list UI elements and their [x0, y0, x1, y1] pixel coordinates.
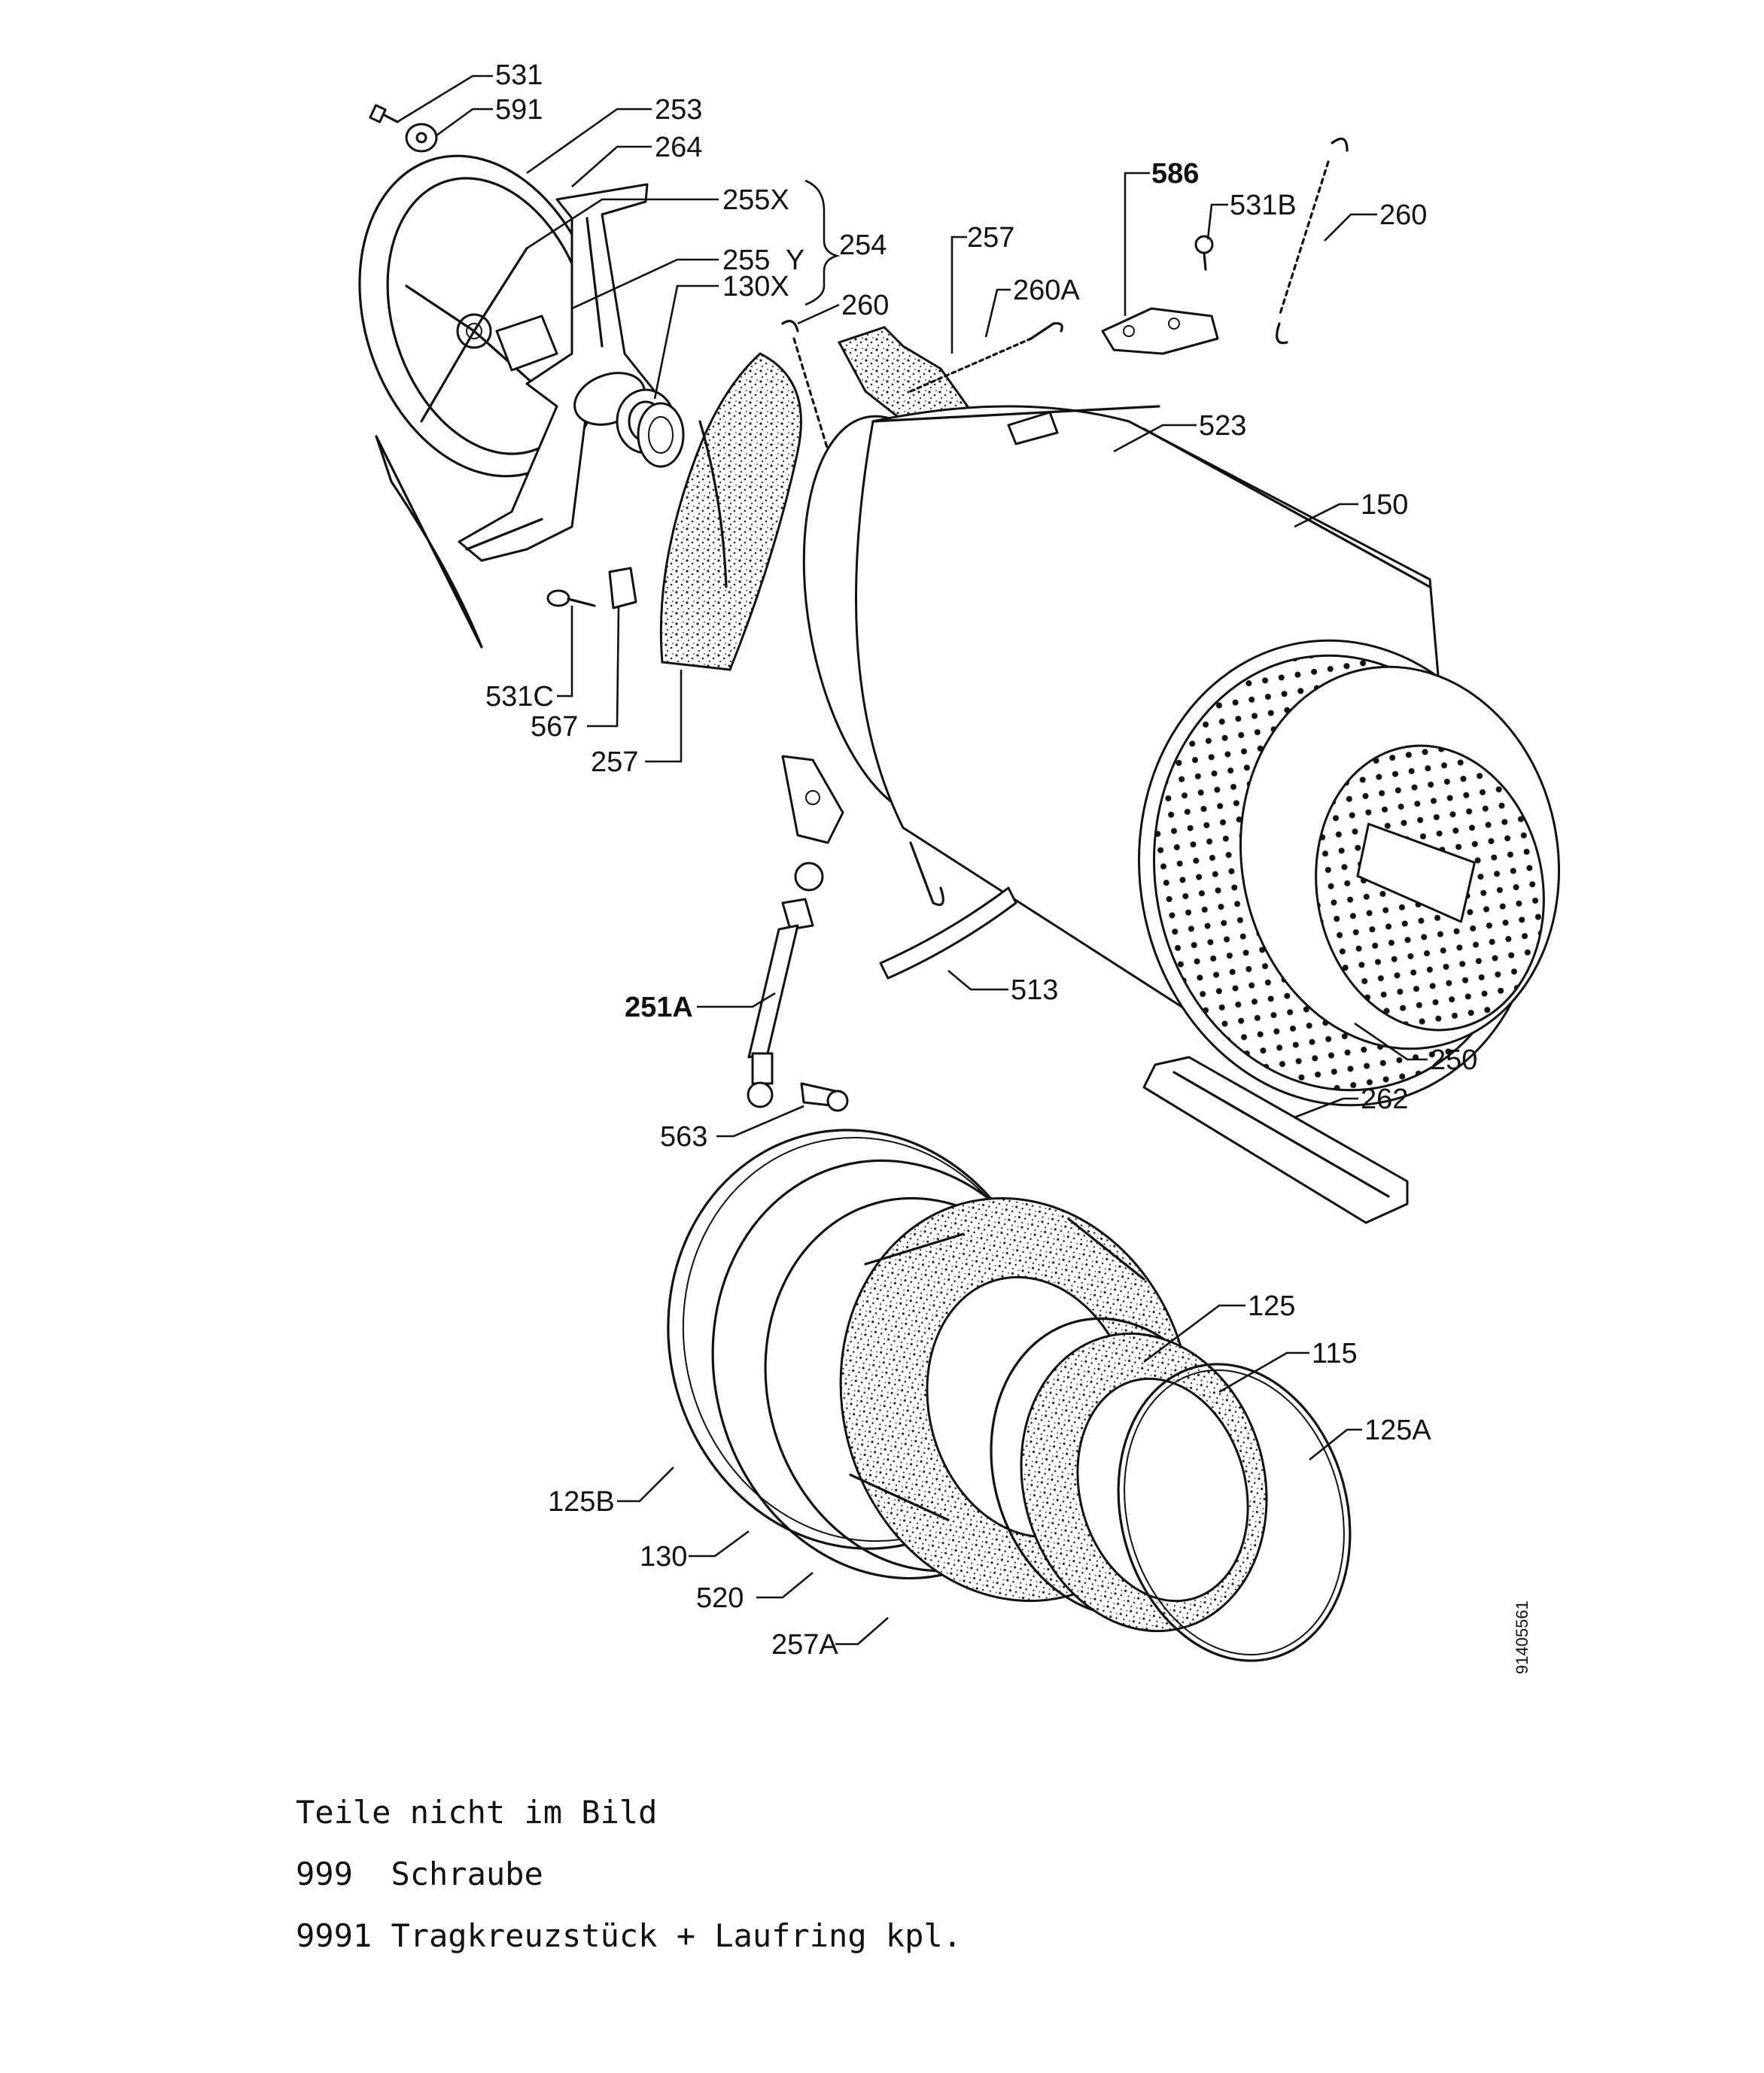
label-586: 586 [1151, 158, 1199, 190]
label-531c: 531C [485, 681, 554, 713]
clamp-ring-125a-part [1117, 1363, 1352, 1662]
label-257-top: 257 [967, 222, 1014, 254]
label-115: 115 [1312, 1338, 1358, 1369]
label-531: 531 [495, 59, 543, 91]
label-531b: 531B [1230, 190, 1297, 221]
label-130: 130 [640, 1541, 687, 1573]
label-255x: 255X [722, 184, 789, 216]
seal-130x-part [637, 402, 685, 468]
label-254: 254 [839, 229, 887, 261]
label-567: 567 [531, 711, 578, 743]
note-item: 999 Schraube [296, 1844, 962, 1905]
label-125a: 125A [1364, 1415, 1431, 1446]
label-125b: 125B [548, 1486, 615, 1518]
screw-531c-part [546, 589, 596, 607]
plate-567-part [608, 567, 637, 609]
mount-bracket-part [781, 755, 944, 907]
bracket-586-part [1101, 307, 1219, 355]
bolt-563-part [800, 1082, 849, 1112]
leader-lines [397, 74, 1428, 1646]
label-251a: 251A [625, 992, 693, 1023]
weight-262-part [1142, 1056, 1409, 1224]
label-260-top: 260 [841, 290, 889, 321]
note-text: Tragkreuzstück + Laufring kpl. [391, 1917, 963, 1954]
notes-heading: Teile nicht im Bild [296, 1794, 658, 1831]
door-seal-115-part [1020, 1332, 1268, 1633]
screw-531b-part [1194, 235, 1214, 271]
label-262: 262 [1361, 1084, 1408, 1115]
screw-531-part [369, 104, 399, 123]
label-260-right: 260 [1379, 199, 1427, 231]
label-563: 563 [660, 1121, 707, 1153]
washer-591-part [405, 123, 438, 153]
note-text: Schraube [391, 1856, 543, 1892]
label-150: 150 [1361, 489, 1408, 521]
label-513: 513 [1011, 974, 1058, 1006]
note-number: 9991 [296, 1917, 373, 1954]
label-520: 520 [696, 1582, 744, 1614]
strap-513-part [879, 886, 1017, 980]
label-255y: 255 Y [722, 245, 804, 276]
shock-absorber-251a-part [747, 862, 824, 1108]
note-item: 9991 Tragkreuzstück + Laufring kpl. [296, 1905, 962, 1967]
label-257a: 257A [771, 1629, 838, 1661]
label-257-bottom: 257 [591, 746, 638, 778]
note-number: 999 [296, 1856, 353, 1892]
counterweight-257-left-part [659, 352, 802, 671]
label-523: 523 [1199, 410, 1246, 442]
parts-not-shown-notes: Teile nicht im Bild 999 Schraube 9991 Tr… [296, 1782, 962, 1967]
spring-260a-part [909, 322, 1063, 393]
figure-code: 91405561 [1513, 1600, 1531, 1674]
drum-250-part [1138, 639, 1560, 1107]
label-125: 125 [1248, 1290, 1295, 1322]
label-591: 591 [495, 94, 543, 126]
label-260a: 260A [1013, 275, 1080, 306]
spider-264-part [458, 183, 656, 562]
spring-260-right-part [1276, 137, 1349, 345]
label-130x: 130X [722, 271, 789, 302]
label-253: 253 [655, 94, 702, 126]
label-264: 264 [655, 132, 702, 163]
label-250: 250 [1430, 1044, 1477, 1076]
